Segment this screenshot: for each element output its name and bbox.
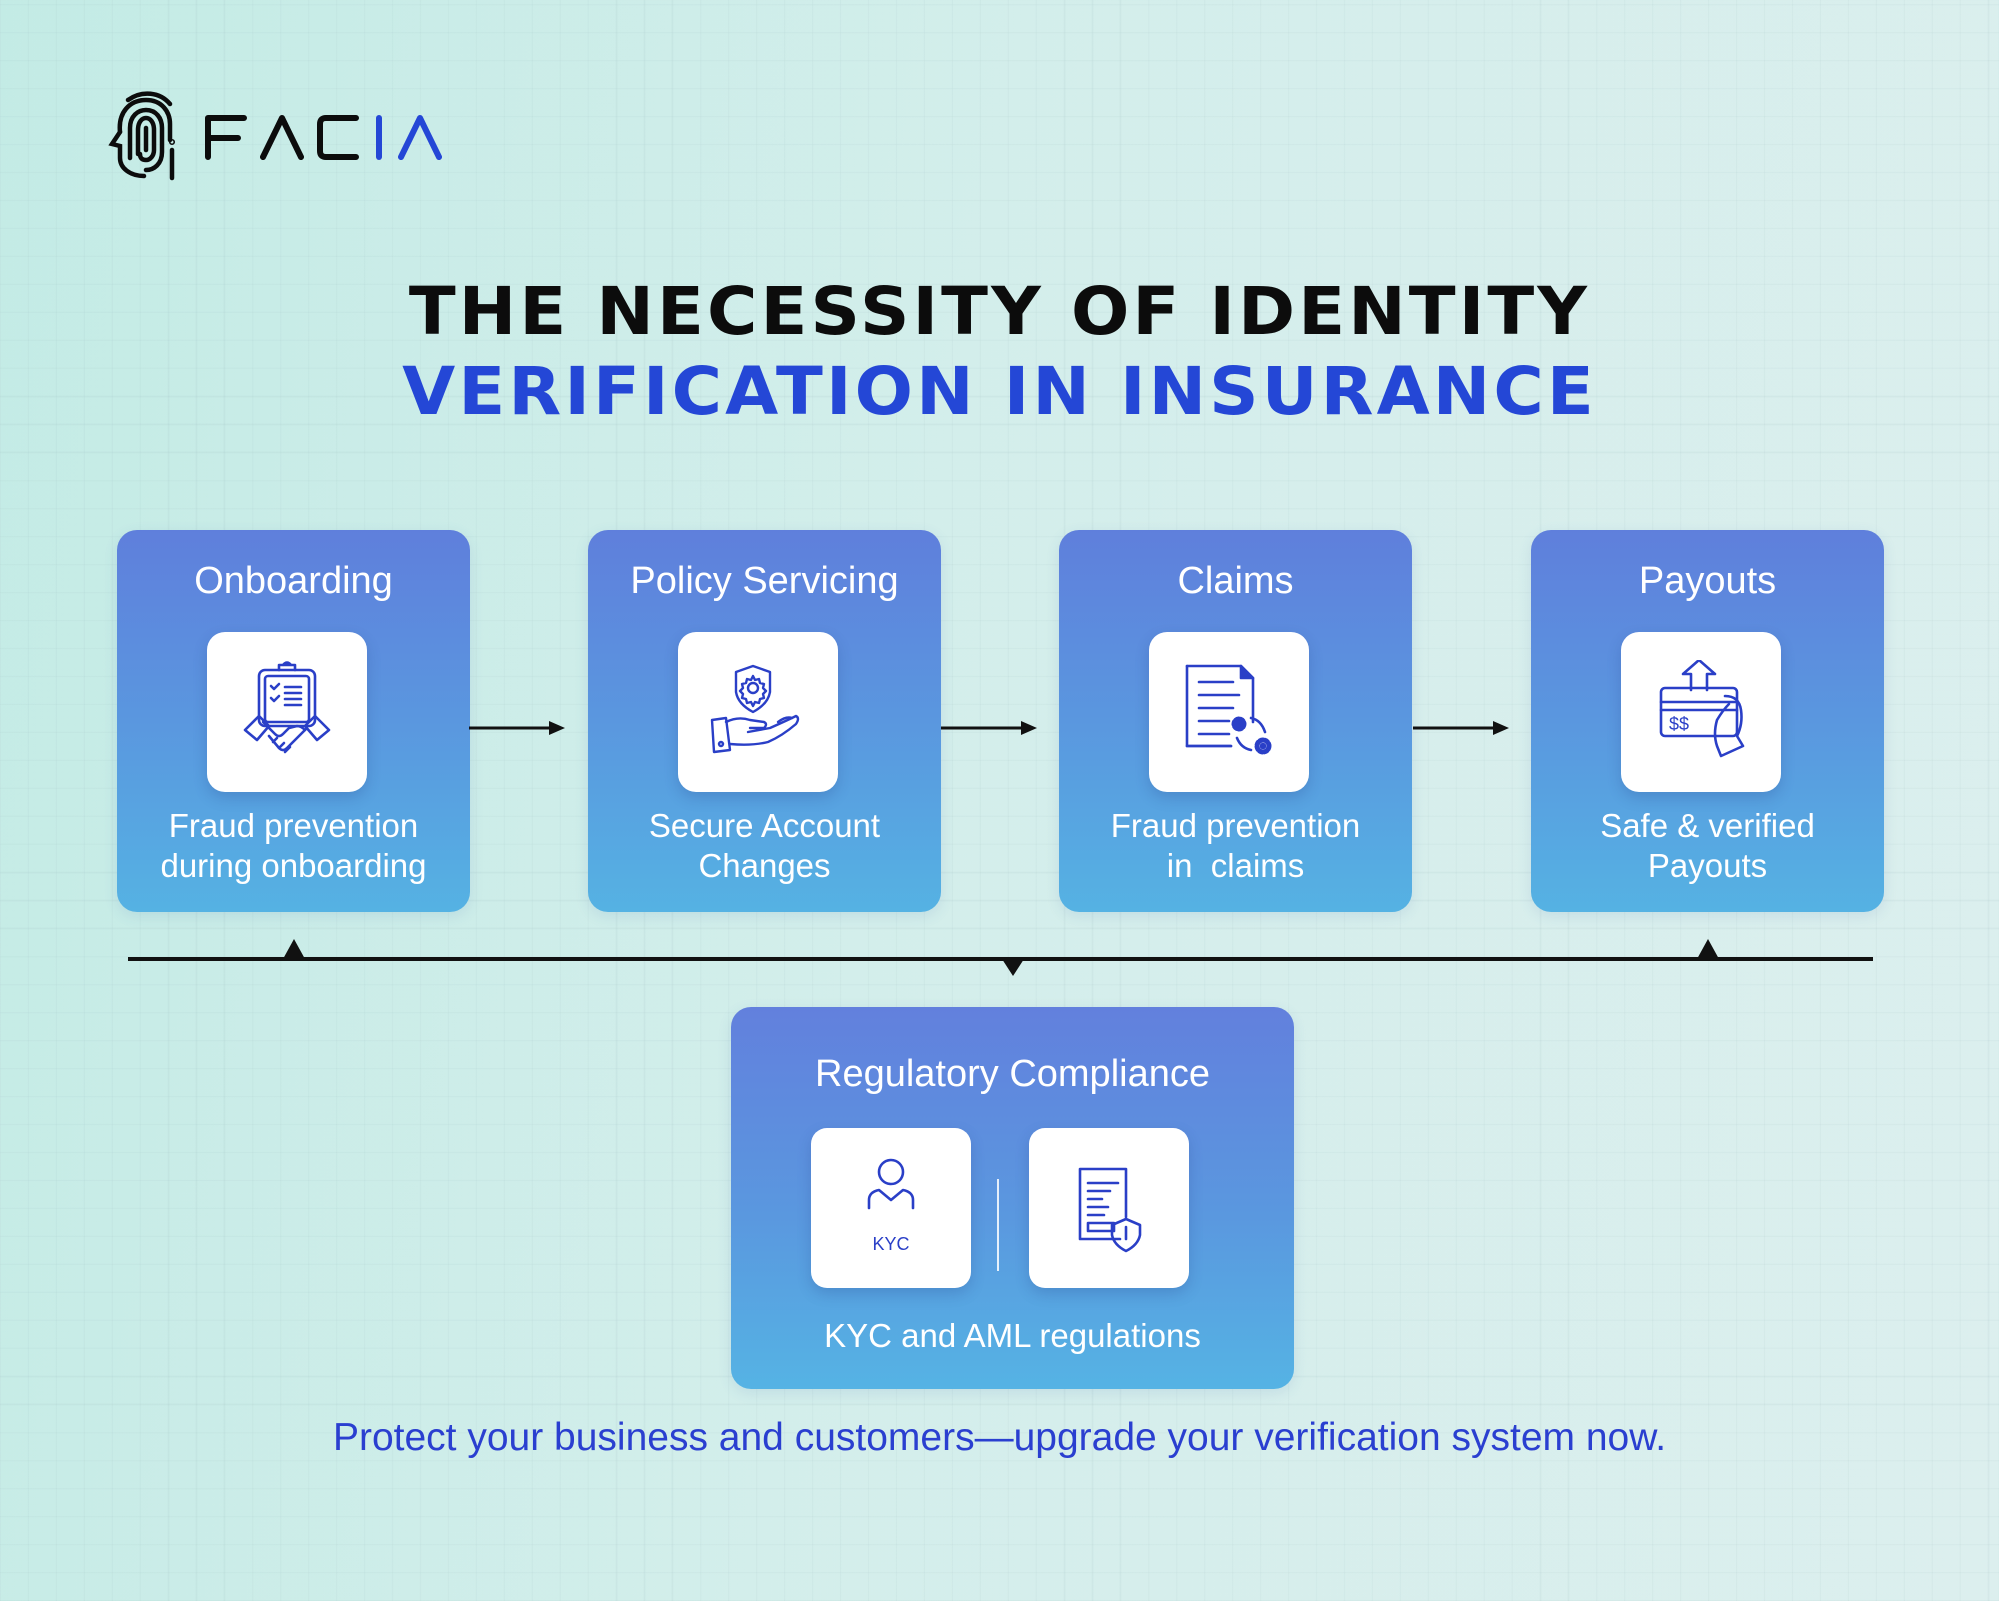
compliance-card: Regulatory Compliance KYC KYC and AML re…: [731, 1007, 1294, 1389]
title-line-1: THE NECESSITY OF IDENTITY: [408, 273, 1591, 350]
title-line-2: VERIFICATION IN INSURANCE: [402, 353, 1597, 430]
facia-wordmark: FAC IA: [204, 114, 454, 160]
stage-description-line-2: Payouts: [1647, 847, 1768, 884]
triangle-up-icon: [283, 939, 305, 959]
stage-description: Fraud prevention during onboarding: [117, 806, 470, 886]
stage-title: Policy Servicing: [630, 560, 899, 602]
wordmark-letter-a-accent: [398, 115, 442, 160]
aml-icon-box: [1029, 1128, 1189, 1288]
compliance-title: Regulatory Compliance: [815, 1053, 1210, 1095]
document-shield-icon: [1078, 1167, 1142, 1253]
stage-description-line-2: in claims: [1166, 847, 1305, 884]
stage-description-line-1: Safe & verified: [1600, 807, 1815, 844]
stage-description: Safe & verified Payouts: [1531, 806, 1884, 886]
divider: [997, 1179, 999, 1271]
stage-card-payouts: Payouts $$ Safe & verified Payouts: [1531, 530, 1884, 912]
stage-icon-box: $$: [1621, 632, 1781, 792]
stage-description-line-1: Fraud prevention: [1110, 807, 1361, 844]
page-title: THE NECESSITY OF IDENTITY VERIFICATION I…: [0, 272, 1999, 432]
facia-logo: FAC IA: [108, 88, 448, 184]
stage-card-claims: Claims Fraud prevention in claims: [1059, 530, 1412, 912]
wordmark-letter-a: [260, 115, 304, 160]
stage-description-line-2: Changes: [698, 847, 831, 884]
wordmark-letter-c: [317, 115, 359, 160]
person-icon: [867, 1158, 915, 1210]
stage-title: Claims: [1177, 560, 1294, 602]
stage-icon-box: [678, 632, 838, 792]
svg-text:$$: $$: [1669, 714, 1689, 734]
wordmark-letter-i: [376, 115, 382, 160]
compliance-description: KYC and AML regulations: [824, 1317, 1201, 1354]
wordmark-letter-f: [205, 115, 247, 160]
triangle-down-icon: [1002, 959, 1024, 976]
document-gears-icon: [1185, 664, 1272, 755]
stage-icon-box: [1149, 632, 1309, 792]
footer-cta: Protect your business and customers—upgr…: [332, 1416, 1667, 1459]
stage-description-line-1: Fraud prevention: [168, 807, 419, 844]
hand-shield-gear-icon: [710, 664, 800, 754]
stage-title: Payouts: [1638, 560, 1777, 602]
clipboard-handshake-icon: [243, 661, 331, 754]
stage-description: Secure Account Changes: [588, 806, 941, 886]
flow-arrow-right-icon: [469, 721, 565, 735]
fingerprint-head-icon: [108, 91, 176, 181]
stage-description: Fraud prevention in claims: [1059, 806, 1412, 886]
flow-arrow-right-icon: [941, 721, 1037, 735]
kyc-label: KYC: [872, 1234, 910, 1254]
triangle-up-icon: [1697, 939, 1719, 959]
card-hand-upload-icon: $$: [1659, 660, 1745, 758]
flow-arrow-right-icon: [1413, 721, 1509, 735]
stage-title: Onboarding: [194, 560, 393, 602]
kyc-icon-box: KYC: [811, 1128, 971, 1288]
stage-description-line-1: Secure Account: [648, 807, 881, 844]
stage-icon-box: [207, 632, 367, 792]
connector-line: [128, 957, 1873, 961]
stage-card-policy-servicing: Policy Servicing Secure Account Changes: [588, 530, 941, 912]
stage-card-onboarding: Onboarding Fraud prevention during onboa…: [117, 530, 470, 912]
stage-description-line-2: during onboarding: [160, 847, 427, 884]
